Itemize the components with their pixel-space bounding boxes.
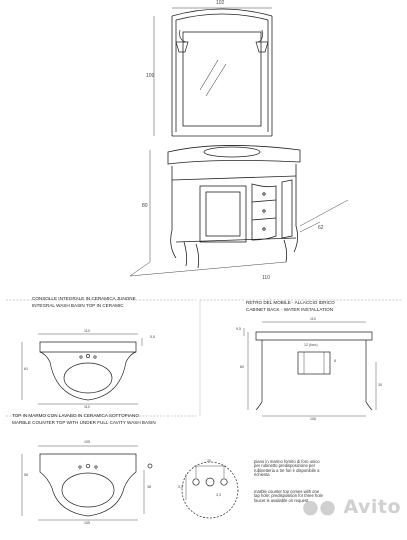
watermark-text: Avito	[343, 496, 401, 518]
dim-depth: 62	[318, 225, 324, 231]
dim-marble-top-bottom: 105	[84, 521, 90, 525]
note-english: marble counter top comes with one tap ho…	[254, 489, 323, 503]
caption-marble-top-en: MARBLE COUNTER TOP WITH UNDER FULL CAVIT…	[12, 420, 156, 425]
dim-back-left: 9,5	[236, 327, 241, 331]
avito-logo-icon: ●●	[302, 496, 337, 518]
avito-watermark: ●● Avito	[302, 496, 401, 518]
dim-tap-hole-1: 3,3	[178, 485, 183, 489]
wall-lamp-right	[255, 29, 269, 53]
dim-back-top: 110	[310, 317, 316, 321]
dim-marble-top-side: 38	[147, 485, 151, 489]
caption-cabinet-back-en: CABINET BACK - WATER INSTALLATION	[246, 307, 334, 312]
caption-ceramic-top-it: CONSOLLE INTEGRALE IN CERAMICA JUNONE	[32, 296, 136, 301]
wall-lamp-left	[175, 29, 189, 53]
dim-marble-top-depth: 56	[24, 473, 28, 477]
dim-cabinet-height: 80	[142, 203, 148, 209]
dim-mirror-height: 109	[146, 73, 155, 79]
vanity-cabinet	[167, 145, 301, 269]
dim-ceramic-top-bottom: 110	[84, 405, 90, 409]
top-view-dimension-lines	[129, 7, 349, 277]
caption-marble-top-it: TOP IN MARMO CON LAVABO IN CERAMICA SOTT…	[12, 413, 139, 418]
section-dividers	[6, 299, 402, 417]
dim-back-hole-width: 12 (foro)	[304, 343, 318, 347]
dim-ceramic-top-depth: 61	[24, 367, 28, 371]
ceramic-basin-top-plan	[21, 333, 143, 405]
dim-back-height: 80	[240, 365, 244, 369]
tap-hole-detail	[181, 461, 239, 519]
marble-top-plan	[21, 445, 153, 521]
dim-marble-top-width: 105	[84, 440, 90, 444]
dim-width: 110	[262, 275, 270, 281]
dim-back-right: 30	[378, 383, 382, 387]
dim-back-bottom: 106	[310, 417, 316, 421]
dim-ceramic-top-width: 110	[84, 329, 90, 333]
note-italian: piano in marmo fornito di foro unico per…	[254, 459, 320, 478]
dim-ceramic-top-side: 5,5	[150, 335, 155, 339]
dim-tap-spacing: 20	[207, 459, 211, 463]
caption-ceramic-top-en: INTEGRAL WASH BASIN TOP IN CERAMIC	[32, 303, 124, 308]
dim-mirror-width: 102	[216, 0, 225, 6]
dim-tap-hole-2: 3,3	[216, 493, 221, 497]
caption-cabinet-back-it: RETRO DEL MOBILE - ALLACCIO IDRICO	[246, 300, 335, 305]
dim-back-hole-height: 8	[334, 359, 336, 363]
cabinet-back-elevation	[243, 321, 377, 417]
vanity-mirror	[171, 8, 273, 137]
